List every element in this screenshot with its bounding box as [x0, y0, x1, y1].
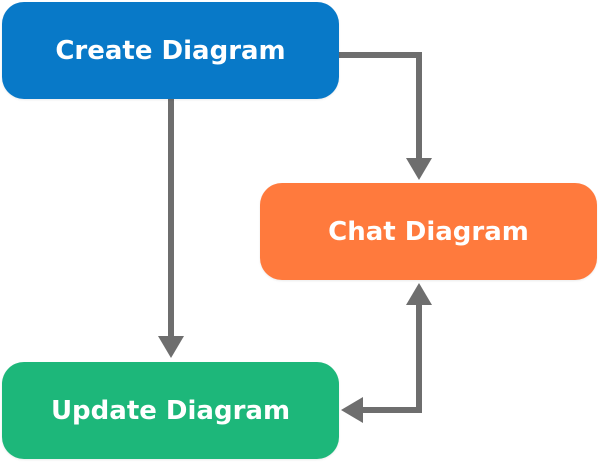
edge-create-to-chat — [339, 52, 432, 180]
node-update-diagram-label: Update Diagram — [50, 395, 291, 426]
edge-create-to-update-arrowhead — [158, 336, 184, 358]
node-chat-diagram: Chat Diagram — [260, 183, 597, 280]
node-update-diagram: Update Diagram — [2, 362, 339, 459]
edge-create-to-chat-arrowhead — [406, 158, 432, 180]
node-chat-diagram-label: Chat Diagram — [328, 216, 529, 247]
edge-update-chat-arrowhead-chat — [406, 283, 432, 305]
edge-update-chat-line — [361, 303, 422, 413]
node-create-diagram: Create Diagram — [2, 2, 339, 99]
edge-update-chat-arrowhead-update — [341, 397, 363, 423]
edge-create-to-update — [158, 99, 184, 358]
edge-create-to-chat-line — [339, 52, 422, 160]
node-create-diagram-label: Create Diagram — [55, 35, 286, 66]
edge-update-chat — [341, 283, 432, 423]
